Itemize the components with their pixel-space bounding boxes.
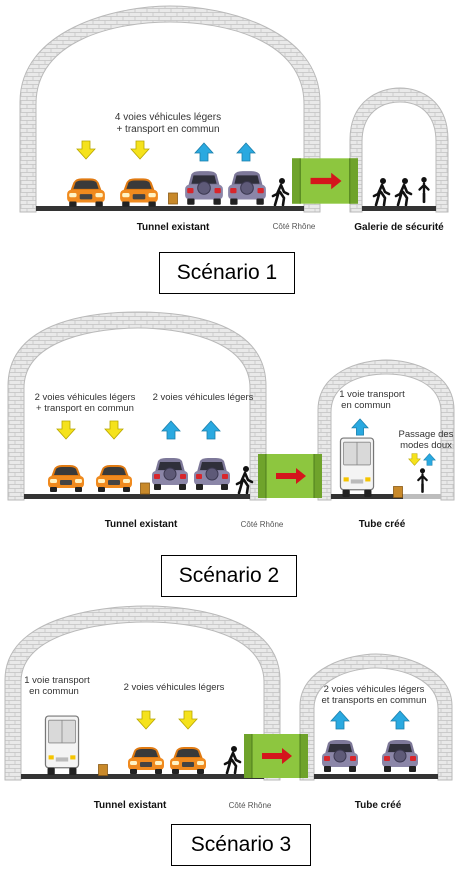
side-tunnel-vault	[317, 359, 455, 501]
cyclist-icon	[418, 175, 430, 205]
side-tunnel-vault	[349, 87, 449, 213]
s1-lane-label-line1: 4 voies véhicules légers	[115, 112, 221, 123]
main-road	[36, 206, 304, 211]
up-arrow-icon	[390, 710, 410, 730]
main-tunnel-vault	[4, 605, 281, 781]
s1-side-label: Côté Rhône	[273, 222, 316, 231]
car-rear-icon	[193, 457, 231, 491]
car-rear-icon	[151, 457, 189, 491]
car-front-icon	[120, 178, 158, 207]
car-front-icon	[48, 465, 84, 492]
side-road	[362, 206, 436, 211]
s2-tube-lane-line2: en commun	[341, 400, 391, 411]
car-front-icon	[170, 747, 206, 774]
side-road	[314, 774, 438, 779]
s3-tube-lane-line1: 2 voies véhicules légers	[324, 684, 425, 695]
s2-main-tunnel-label: Tunnel existant	[105, 519, 178, 530]
scenario-2-label: Scénario 2	[161, 555, 297, 597]
down-arrow-icon	[76, 140, 96, 160]
bus-icon	[44, 715, 80, 776]
s2-left-lane-line2: + transport en commun	[36, 403, 134, 414]
side-road	[331, 494, 441, 499]
car-rear-icon	[321, 739, 359, 773]
down-arrow-icon	[408, 453, 421, 466]
down-arrow-icon	[56, 420, 76, 440]
box-icon	[393, 486, 403, 498]
car-rear-icon	[381, 739, 419, 773]
main-road	[24, 494, 250, 499]
pedestrian-icon	[394, 178, 413, 206]
pedestrian-icon	[372, 178, 391, 206]
scenario-2-diagram: 2 voies véhicules légers + transport en …	[7, 311, 455, 530]
up-arrow-icon	[351, 418, 369, 436]
down-arrow-icon	[104, 420, 124, 440]
scenario-3-diagram: 1 voie transport en commun 2 voies véhic…	[4, 605, 453, 811]
pedestrian-icon	[223, 746, 242, 774]
car-front-icon	[96, 465, 132, 492]
s3-small-tunnel-label: Tube créé	[355, 800, 402, 811]
main-tunnel-vault	[19, 5, 321, 213]
scenario-3-label: Scénario 3	[171, 824, 311, 866]
up-arrow-icon	[201, 420, 221, 440]
up-arrow-icon	[423, 453, 436, 466]
scenario-1-label: Scénario 1	[159, 252, 295, 294]
connector-red-arrow-icon	[244, 733, 308, 779]
connector-red-arrow-icon	[258, 453, 322, 499]
pedestrian-icon	[271, 178, 290, 206]
down-arrow-icon	[178, 710, 198, 730]
s1-lane-label-line2: + transport en commun	[116, 124, 219, 135]
s1-main-tunnel-label: Tunnel existant	[137, 222, 210, 233]
s2-left-lane-line1: 2 voies véhicules légers	[35, 392, 136, 403]
s3-right-lane: 2 voies véhicules légers	[124, 682, 225, 693]
s3-main-tunnel-label: Tunnel existant	[94, 800, 167, 811]
car-front-icon	[128, 747, 164, 774]
down-arrow-icon	[130, 140, 150, 160]
up-arrow-icon	[194, 142, 214, 162]
s3-side-label: Côté Rhône	[229, 801, 272, 810]
s2-soft-line1: Passage des	[399, 429, 454, 440]
box-icon	[140, 482, 150, 495]
car-rear-icon	[227, 170, 267, 206]
down-arrow-icon	[136, 710, 156, 730]
side-tunnel-vault	[299, 653, 453, 781]
up-arrow-icon	[236, 142, 256, 162]
cyclist-icon	[416, 466, 429, 495]
connector-red-arrow-icon	[292, 157, 358, 205]
up-arrow-icon	[330, 710, 350, 730]
box-icon	[98, 764, 108, 776]
box-icon	[168, 192, 178, 205]
car-front-icon	[67, 178, 105, 207]
soft-modes-lane	[403, 494, 441, 499]
s3-left-lane-line1: 1 voie transport	[24, 675, 90, 686]
scenario-1-diagram: 4 voies véhicules légers + transport en …	[19, 5, 449, 233]
s2-small-tunnel-label: Tube créé	[359, 519, 406, 530]
up-arrow-icon	[161, 420, 181, 440]
s2-soft-line2: modes doux	[400, 440, 452, 451]
s3-tube-lane-line2: et transports en commun	[321, 695, 426, 706]
s2-right-lane: 2 voies véhicules légers	[153, 392, 254, 403]
main-tunnel-vault	[7, 311, 267, 501]
bus-icon	[339, 437, 375, 498]
s3-left-lane-line2: en commun	[29, 686, 79, 697]
car-rear-icon	[184, 170, 224, 206]
s2-side-label: Côté Rhône	[241, 520, 284, 529]
main-road	[21, 774, 264, 779]
s2-tube-lane-line1: 1 voie transport	[339, 389, 405, 400]
s1-small-tunnel-label: Galerie de sécurité	[354, 222, 444, 233]
